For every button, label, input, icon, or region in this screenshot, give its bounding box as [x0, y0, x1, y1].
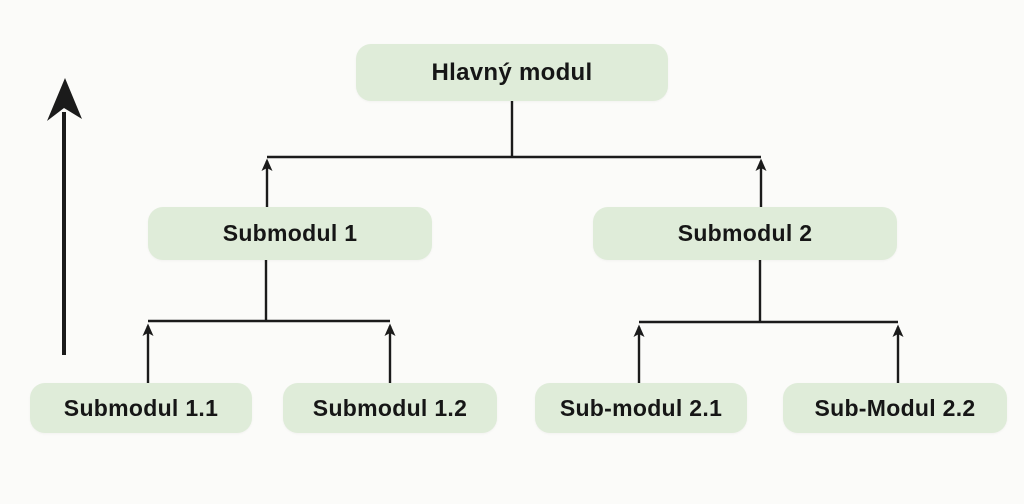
- node-label: Submodul 1.1: [63, 394, 219, 421]
- node-label: Sub-modul 2.1: [559, 394, 723, 421]
- node-submodul-1-1: Submodul 1.1: [30, 383, 252, 433]
- node-label: Submodul 1: [222, 220, 358, 246]
- node-hlavny-modul: Hlavný modul: [356, 44, 668, 101]
- node-submodul-2: Submodul 2: [593, 207, 897, 260]
- node-label: Submodul 2: [677, 220, 813, 246]
- node-sub-modul-2-1: Sub-modul 2.1: [535, 383, 747, 433]
- node-label: Hlavný modul: [431, 58, 593, 86]
- node-label: Submodul 1.2: [312, 394, 468, 421]
- arrow-up-icon: [47, 78, 82, 355]
- node-label: Sub-Modul 2.2: [814, 394, 976, 421]
- node-sub-modul-2-2: Sub-Modul 2.2: [783, 383, 1007, 433]
- node-submodul-1-2: Submodul 1.2: [283, 383, 497, 433]
- node-submodul-1: Submodul 1: [148, 207, 432, 260]
